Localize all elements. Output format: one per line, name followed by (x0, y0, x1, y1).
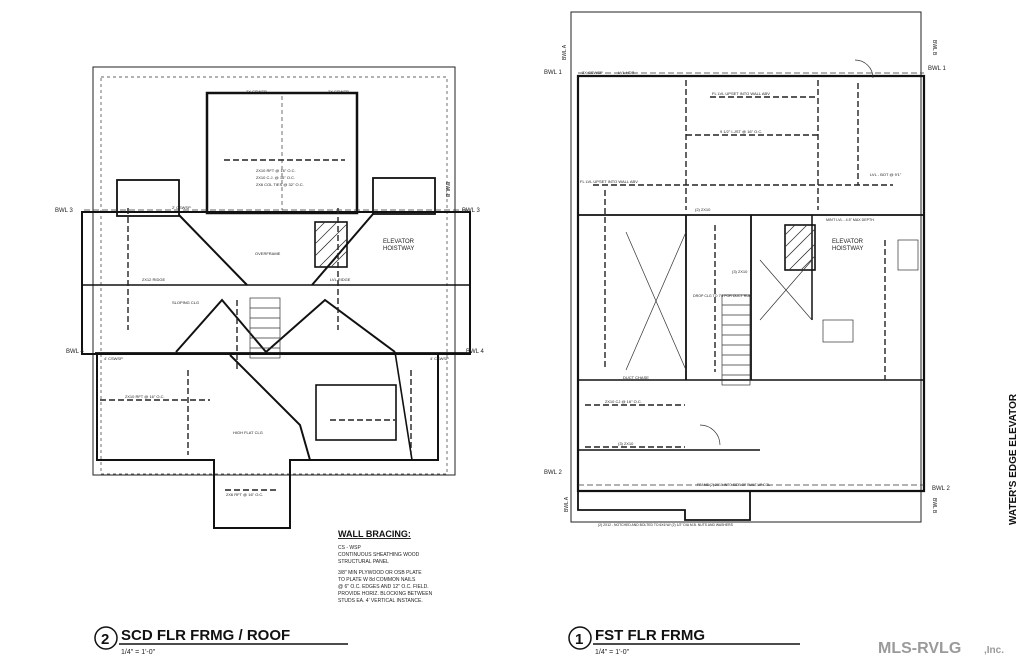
right-floor-plan (570, 11, 926, 523)
left-bwlb: BWL B (444, 182, 450, 198)
left-title: SCD FLR FRMG / ROOF (121, 627, 290, 644)
right-two-2x10: (2) 2X10 (695, 207, 711, 212)
wall-bracing-detail5: STUDS EA. 4' VERTICAL INSTANCE. (338, 598, 423, 604)
right-plan-labels: BWL 1 BWL 1 BWL 2 BWL 2 BWL A BWL A BWL … (544, 40, 950, 527)
left-cswsp-3: 4' CSWSP (104, 356, 123, 361)
wall-bracing-line2: STRUCTURAL PANEL (338, 559, 389, 565)
right-duct-chase: DUCT CHASE (623, 375, 649, 380)
left-cswsp-2: 2X CSWSP (328, 89, 349, 94)
right-hoistway-label: HOISTWAY (832, 246, 863, 252)
right-notched-note: (2) 2X12 - NOTCHED AND BOLTED TO 6X6 W/ … (598, 523, 734, 527)
left-floor-plan (81, 66, 471, 529)
left-bwl4-right: BWL 4 (466, 349, 484, 355)
right-joist-1: 9 1/2" I-JST @ 16" O.C. (720, 129, 762, 134)
left-col-ties: 2X6 COL TIES @ 32" O.C. (256, 182, 304, 187)
right-title-block: 1 FST FLR FRMG 1/4" = 1'-0" (568, 626, 800, 656)
wall-bracing-detail3: @ 6" O.C. EDGES AND 12" O.C. FIELD. (338, 584, 429, 590)
left-cswsp-1: 2X CSWSP (246, 89, 267, 94)
right-bwla-top: BWL A (562, 44, 568, 60)
right-title-number: 1 (575, 631, 583, 648)
left-hoistway-label: HOISTWAY (383, 246, 414, 252)
left-cj-top: 2X10 C.J. @ 16" O.C. (256, 175, 295, 180)
wall-bracing-notes: WALL BRACING: CS - WSP CONTINUOUS SHEATH… (338, 529, 433, 604)
left-bwl3-left: BWL 3 (55, 208, 73, 214)
left-rafters-top: 2X10 RFT @ 16" O.C. (256, 168, 296, 173)
right-cswsp: 2X CSWSP (582, 70, 603, 75)
watermark-suffix: ,Inc. (984, 645, 1004, 656)
left-lvl-ridge: LVL RIDGE (330, 277, 351, 282)
left-rafters-bottom: 2X6 RFT @ 16" O.C. (226, 492, 263, 497)
left-title-block: 2 SCD FLR FRMG / ROOF 1/4" = 1'-0" (94, 626, 348, 656)
right-drop-clg: DROP CLG TO 7'6 FOR DUCT RUN (693, 294, 752, 298)
right-three-2x10: (3) 2X10 (732, 269, 748, 274)
right-bwl1-left: BWL 1 (544, 70, 562, 76)
right-joist-2x10b: (3) 2X10 (618, 441, 634, 446)
left-sloping-clg: SLOPING CLG (172, 300, 199, 305)
right-joist-2x10: 2X10 CJ @ 16" O.C. (605, 399, 642, 404)
left-elevator-label: ELEVATOR (383, 239, 415, 245)
right-bwl2-right: BWL 2 (932, 486, 950, 492)
right-bwl1-right: BWL 1 (928, 66, 946, 72)
mls-watermark: MLS-RVLG ,Inc. (878, 640, 1004, 657)
wall-bracing-heading: WALL BRACING: (338, 529, 411, 539)
wall-bracing-detail2: TO PLATE W 8d COMMON NAILS (338, 577, 416, 583)
left-rafters-left: 2X10 RFT @ 16" O.C. (125, 394, 165, 399)
left-cswsp-4: 2' CSWSP (172, 205, 191, 210)
right-scale: 1/4" = 1'-0" (595, 649, 630, 656)
left-title-number: 2 (101, 631, 109, 648)
right-bwla-bottom: BWL A (564, 496, 570, 512)
wall-bracing-detail1: 3/8" MIN PLYWOOD OR OSB PLATE (338, 570, 422, 576)
right-bwlb-bottom: BWL B (931, 498, 937, 514)
left-cswsp-5: 4' CSWSP (430, 356, 449, 361)
right-lvl-hdr: LVL HDR (618, 70, 635, 75)
right-bwlb-top: BWL B (931, 40, 937, 56)
right-lvl-upset: FL LVL UPSET INTO WALL ABV (712, 91, 770, 96)
left-overframe: OVERFRAME (255, 251, 281, 256)
right-lvl-bot: LVL - BOT @ 9'1" (870, 172, 902, 177)
left-ridge: 2X12 RIDGE (142, 277, 165, 282)
right-title: FST FLR FRMG (595, 627, 705, 644)
left-plan-labels: BWL 3 BWL 3 BWL 4 BWL 4 BWL B ELEVATOR H… (55, 89, 484, 497)
wall-bracing-line1: CONTINUOUS SHEATHING WOOD (338, 552, 420, 558)
watermark-main: MLS-RVLG (878, 640, 961, 657)
right-frame-note: FRAME (2) 2X10 INTO SIDE OF BUILT-UP COL (697, 483, 770, 487)
left-bwl4-left: BWL 4 (66, 349, 84, 355)
left-scale: 1/4" = 1'-0" (121, 649, 156, 656)
right-elevator-label: ELEVATOR (832, 239, 864, 245)
wall-bracing-code: CS - WSP (338, 545, 361, 551)
right-bwl2-left: BWL 2 (544, 470, 562, 476)
wall-bracing-detail4: PROVIDE HORIZ. BLOCKING BETWEEN (338, 591, 433, 597)
right-lvl-upset-2: FL LVL UPSET INTO WALL ABV (580, 179, 638, 184)
left-bwl3-right: BWL 3 (462, 208, 480, 214)
side-label: WATER'S EDGE ELEVATOR (1008, 393, 1019, 525)
left-high-flat-clg: HIGH FLAT CLG (233, 430, 263, 435)
right-min-lvl: MIN'T LVL - 4.5" MAX DEPTH (826, 218, 874, 222)
